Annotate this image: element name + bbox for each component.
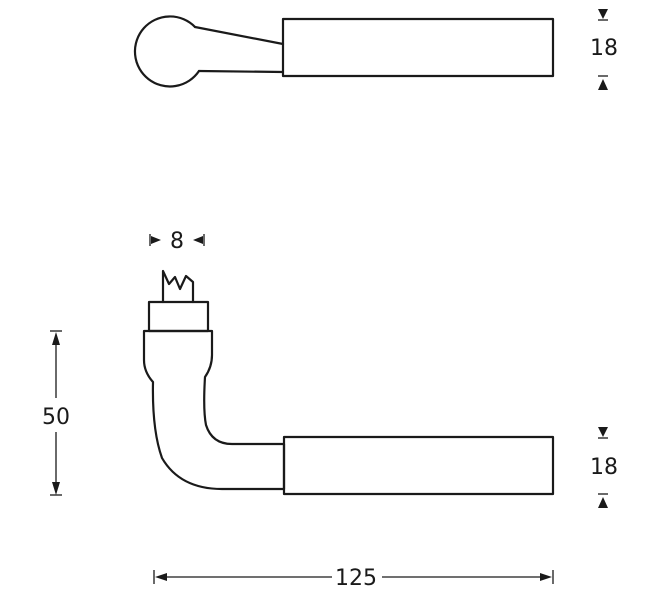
top-thickness-arrow-down [598, 9, 608, 19]
top-view [133, 15, 555, 88]
height-arrow-down [52, 482, 60, 495]
length-arrow-right [540, 573, 552, 581]
height-dimension: 50 [42, 330, 70, 496]
top-thickness-dimension: 18 [590, 9, 618, 90]
top-thickness-arrow-up [598, 79, 608, 90]
bottom-thickness-arrow-up [598, 497, 608, 508]
spindle [161, 269, 195, 304]
top-view-neck [193, 25, 285, 74]
length-arrow-left [155, 573, 167, 581]
bottom-thickness-dimension: 18 [590, 427, 618, 508]
bottom-thickness-label: 18 [590, 455, 618, 480]
spindle-width-label: 8 [170, 229, 184, 254]
bottom-thickness-arrow-down [598, 427, 608, 437]
spindle-width-dimension: 8 [149, 229, 205, 254]
spindle-width-arrow-left [193, 236, 203, 244]
top-view-grip [281, 17, 555, 78]
lever-grip [282, 435, 555, 496]
top-thickness-label: 18 [590, 36, 618, 61]
rose-collar [147, 300, 210, 333]
height-arrow-up [52, 332, 60, 345]
lever-body [142, 329, 286, 491]
length-dimension: 125 [153, 566, 554, 590]
top-view-rose [133, 15, 201, 88]
height-label: 50 [42, 405, 70, 430]
side-view [142, 269, 555, 496]
spindle-width-arrow-right [151, 236, 161, 244]
length-label: 125 [335, 566, 377, 590]
